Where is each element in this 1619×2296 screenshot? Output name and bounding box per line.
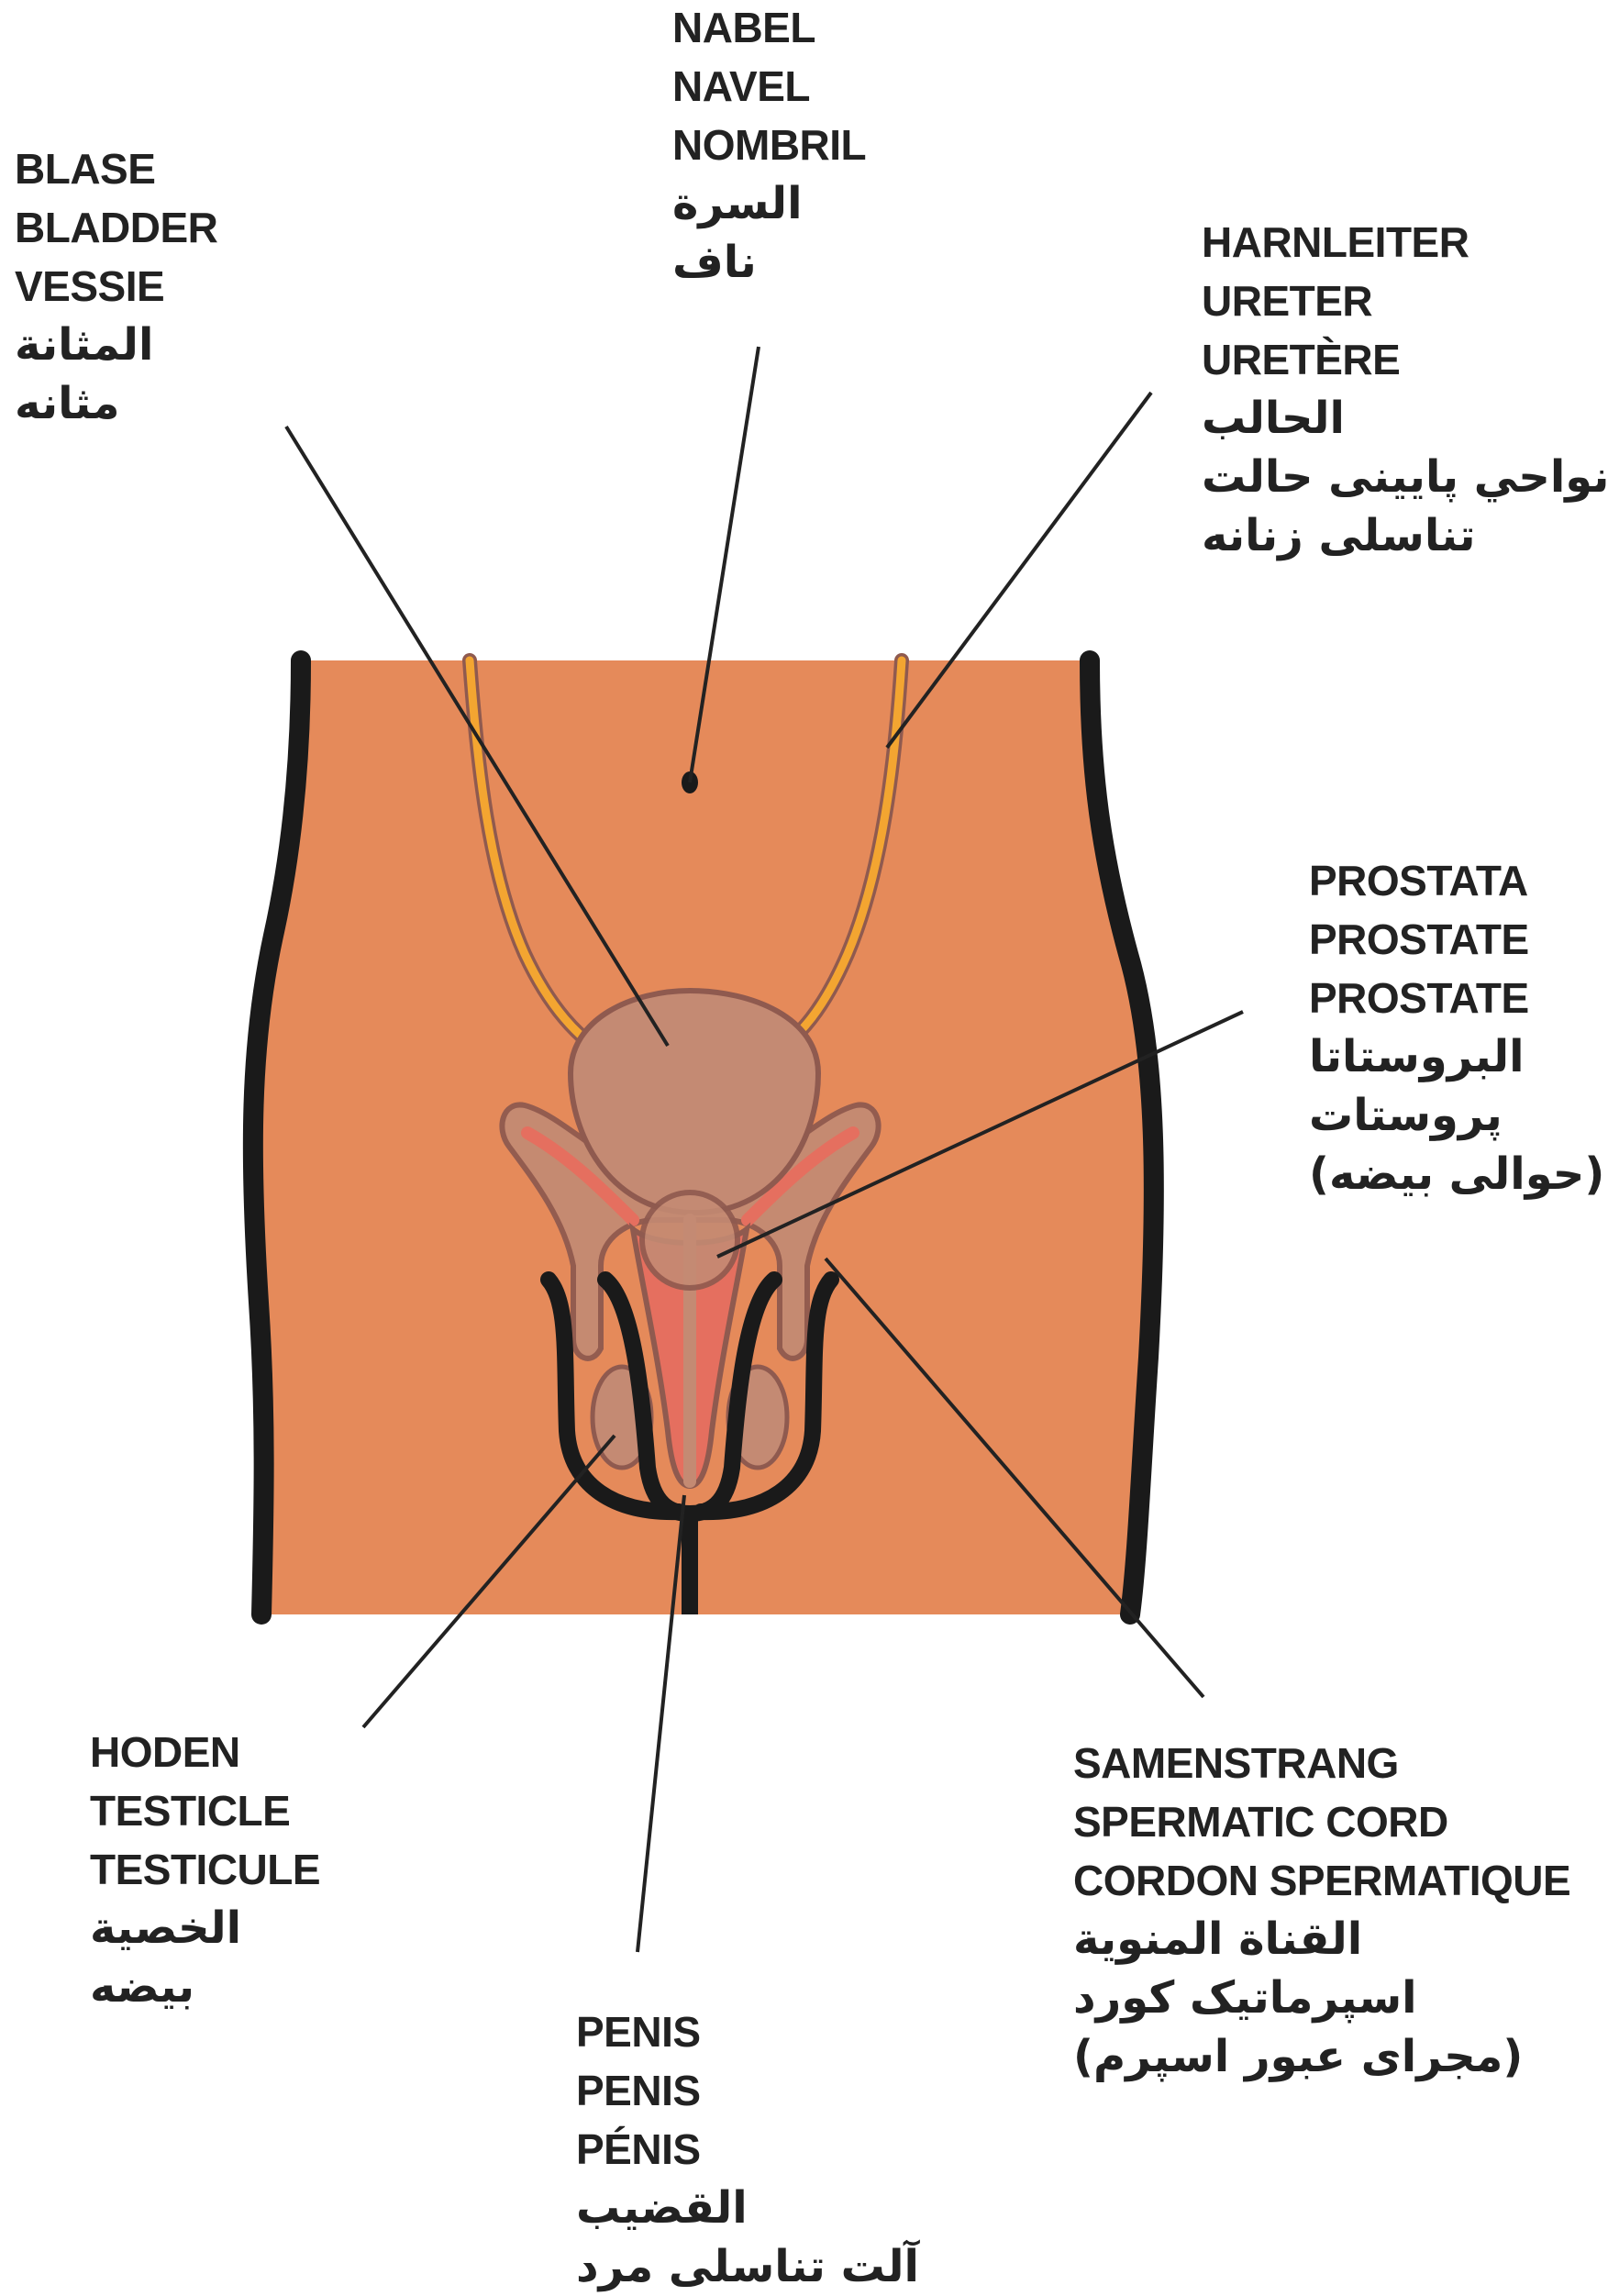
bladder-en: BLADDER (15, 198, 217, 257)
ureter-ar: الحالب (1202, 389, 1609, 448)
penis-de: PENIS (576, 2002, 919, 2061)
testicle-en: TESTICLE (90, 1781, 320, 1840)
testicle-fa: بيضه (90, 1958, 320, 2016)
ureter-fr: URETÈRE (1202, 330, 1609, 389)
prostate-fa2: (حوالی بيضه) (1309, 1145, 1604, 1203)
spermatic-cord-en: SPERMATIC CORD (1073, 1792, 1570, 1851)
spermatic-cord-de: SAMENSTRANG (1073, 1734, 1570, 1792)
ureter-de: HARNLEITER (1202, 213, 1609, 272)
penis-fa: آلت تناسلی مرد (576, 2237, 919, 2296)
ureter-fa2: تناسلی زنانه (1202, 506, 1609, 565)
testicle-de: HODEN (90, 1723, 320, 1781)
navel-de: NABEL (672, 0, 866, 57)
spermatic-cord-fa2: (مجرای عبور اسپرم) (1073, 2027, 1570, 2086)
spermatic-cord-ar: القناة المنوية (1073, 1910, 1570, 1969)
testicle-fr: TESTICULE (90, 1840, 320, 1899)
label-penis: PENIS PENIS PÉNIS القضيب آلت تناسلی مرد (576, 2002, 919, 2296)
navel-fr: NOMBRIL (672, 116, 866, 174)
bladder-de: BLASE (15, 139, 217, 198)
label-prostate: PROSTATA PROSTATE PROSTATE البروستاتا پر… (1309, 851, 1604, 1203)
navel-fa: ناف (672, 233, 866, 292)
label-bladder: BLASE BLADDER VESSIE المثانة مثانه (15, 139, 217, 433)
spermatic-cord-fr: CORDON SPERMATIQUE (1073, 1851, 1570, 1910)
prostate-shape (642, 1192, 737, 1288)
prostate-en: PROSTATE (1309, 910, 1604, 969)
navel-ar: السرة (672, 174, 866, 233)
ureter-en: URETER (1202, 272, 1609, 330)
spermatic-cord-fa1: اسپرماتيک كورد (1073, 1969, 1570, 2027)
bladder-ar: المثانة (15, 316, 217, 374)
prostate-de: PROSTATA (1309, 851, 1604, 910)
prostate-fa1: پروستات (1309, 1086, 1604, 1145)
bladder-fr: VESSIE (15, 257, 217, 316)
prostate-fr: PROSTATE (1309, 969, 1604, 1027)
label-navel: NABEL NAVEL NOMBRIL السرة ناف (672, 0, 866, 292)
testicle-ar: الخصية (90, 1899, 320, 1958)
label-testicle: HODEN TESTICLE TESTICULE الخصية بيضه (90, 1723, 320, 2016)
prostate-ar: البروستاتا (1309, 1027, 1604, 1086)
penis-fr: PÉNIS (576, 2120, 919, 2179)
bladder-fa: مثانه (15, 374, 217, 433)
penis-ar: القضيب (576, 2179, 919, 2237)
label-ureter: HARNLEITER URETER URETÈRE الحالب نواحي پ… (1202, 213, 1609, 565)
label-spermatic-cord: SAMENSTRANG SPERMATIC CORD CORDON SPERMA… (1073, 1734, 1570, 2086)
ureter-fa1: نواحي پايينی حالت (1202, 448, 1609, 506)
penis-en: PENIS (576, 2061, 919, 2120)
navel-en: NAVEL (672, 57, 866, 116)
